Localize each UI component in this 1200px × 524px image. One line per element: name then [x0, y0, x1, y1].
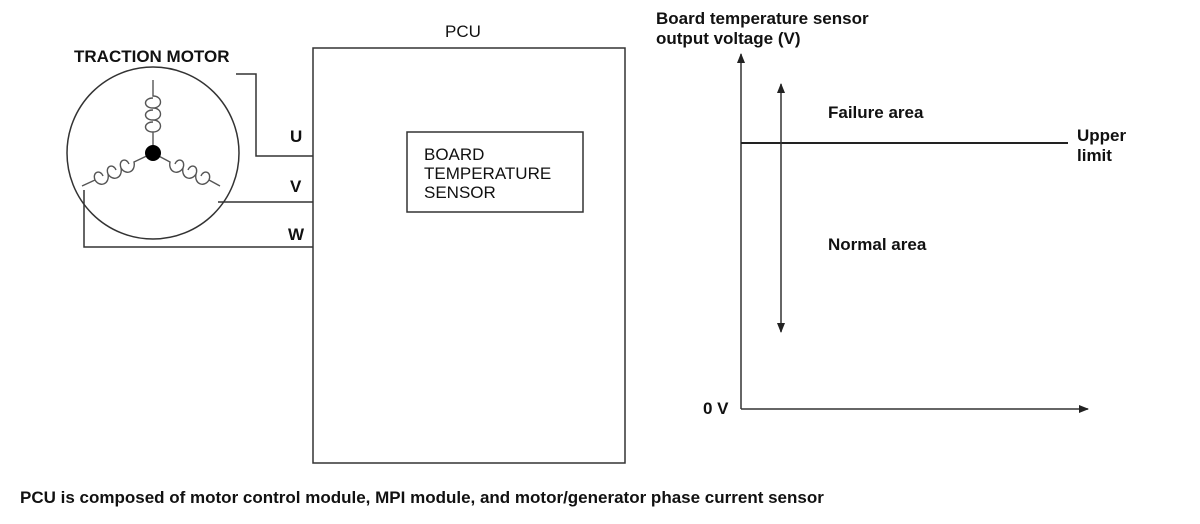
sensor-label-line-2: TEMPERATURE — [424, 164, 551, 183]
motor-coil-w — [81, 152, 154, 187]
normal-area-label: Normal area — [828, 235, 927, 254]
upper-limit-label-line-2: limit — [1077, 146, 1112, 165]
graph-zero-label: 0 V — [703, 399, 729, 418]
motor-neutral-point — [145, 145, 161, 161]
motor-title: TRACTION MOTOR — [74, 47, 230, 66]
pcu-box — [312, 47, 626, 464]
failure-area-label: Failure area — [828, 103, 924, 122]
graph-ylabel-line-2: output voltage (V) — [656, 29, 800, 48]
motor-coil-v — [152, 152, 221, 187]
pcu-unit: PCU BOARD TEMPERATURE SENSOR — [312, 22, 626, 464]
sensor-label-line-1: BOARD — [424, 145, 484, 164]
board-temperature-sensor-box — [406, 131, 584, 213]
footnote: PCU is composed of motor control module,… — [20, 488, 824, 507]
phase-label-w: W — [288, 225, 305, 244]
traction-motor: TRACTION MOTOR — [66, 47, 240, 240]
upper-limit-label-line-1: Upper — [1077, 126, 1127, 145]
graph-ylabel-line-1: Board temperature sensor — [656, 9, 869, 28]
wire-w — [83, 190, 313, 248]
phase-label-v: V — [290, 177, 302, 196]
pcu-title: PCU — [445, 22, 481, 41]
phase-wiring: U V W — [83, 73, 313, 248]
voltage-graph: Board temperature sensor output voltage … — [656, 9, 1127, 418]
motor-coil-u — [144, 80, 162, 148]
wire-u — [236, 73, 313, 157]
phase-label-u: U — [290, 127, 302, 146]
motor-housing — [66, 66, 240, 240]
sensor-label-line-3: SENSOR — [424, 183, 496, 202]
